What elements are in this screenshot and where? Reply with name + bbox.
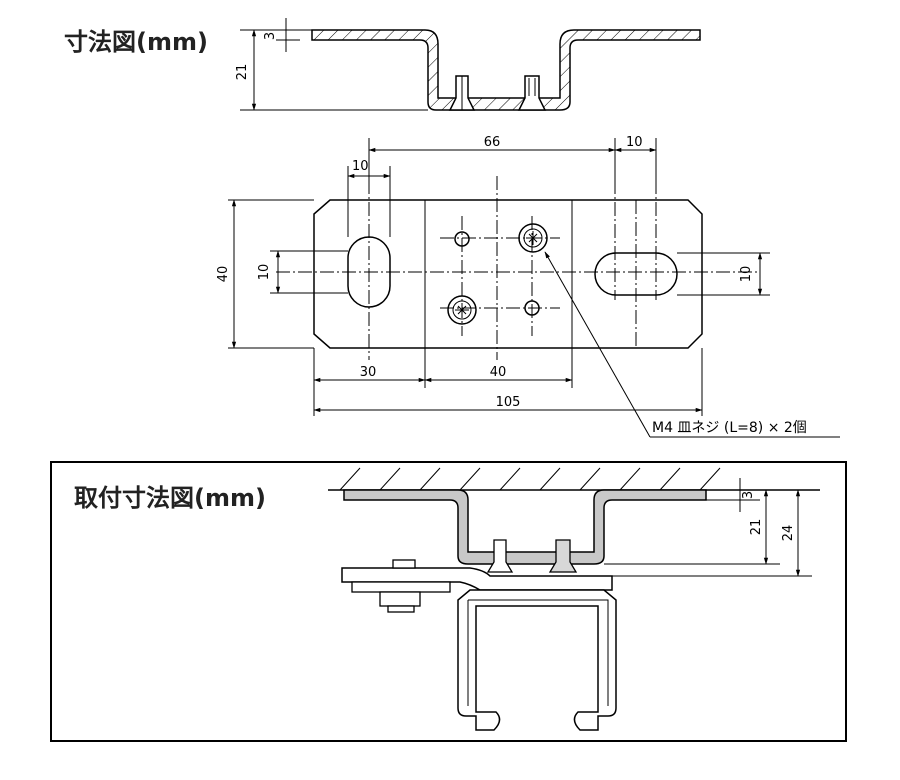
bolt-head-top (392, 559, 416, 569)
mounting-view-screw-left (486, 539, 514, 573)
ceiling-hatch (339, 467, 721, 491)
runner-plate (341, 567, 613, 591)
mounting-view: 3 21 24 (50, 461, 847, 742)
screw-spec-note: M4 皿ネジ (L=8) × 2個 (652, 420, 807, 436)
mounting-view-screw-right (548, 539, 578, 573)
side-view-thickness-label: 3 (263, 32, 278, 40)
runner-lower-plate (351, 581, 451, 593)
side-view-height-label: 21 (235, 64, 250, 81)
side-view-screw-right (517, 75, 547, 111)
mounting-view-frame (50, 461, 847, 742)
plan-view: 66 10 10 40 10 10 30 40 105 (216, 135, 840, 438)
side-view: 3 21 (235, 18, 701, 111)
plan-view-end-offset-label: 30 (360, 365, 377, 380)
dimension-drawing-title: 寸法図(mm) (64, 28, 208, 56)
plan-view-slot-length-right-label: 10 (626, 135, 643, 150)
rail-profile (457, 589, 617, 731)
side-view-bracket-section (311, 29, 701, 111)
plan-view-hole-pitch-label: 40 (490, 365, 507, 380)
plan-view-overall-length-label: 105 (496, 395, 521, 410)
mount-view-total-height-label: 24 (781, 525, 796, 542)
plan-view-slot-pitch-label: 66 (484, 135, 501, 150)
plan-view-overall-width-label: 40 (216, 266, 231, 283)
bolt-nut (379, 591, 421, 607)
mount-view-bracket-height-label: 21 (749, 519, 764, 536)
mounting-view-bracket (343, 489, 707, 565)
plan-view-slot-length-left-label: 10 (352, 159, 369, 174)
plan-view-slot-width-left-label: 10 (257, 264, 272, 281)
bolt-washer (387, 605, 415, 613)
plan-view-plate-outline (313, 199, 703, 349)
mounting-drawing-title: 取付寸法図(mm) (74, 484, 266, 512)
plan-view-slot-width-right-label: 10 (739, 266, 754, 283)
mount-view-thickness-label: 3 (741, 491, 756, 499)
